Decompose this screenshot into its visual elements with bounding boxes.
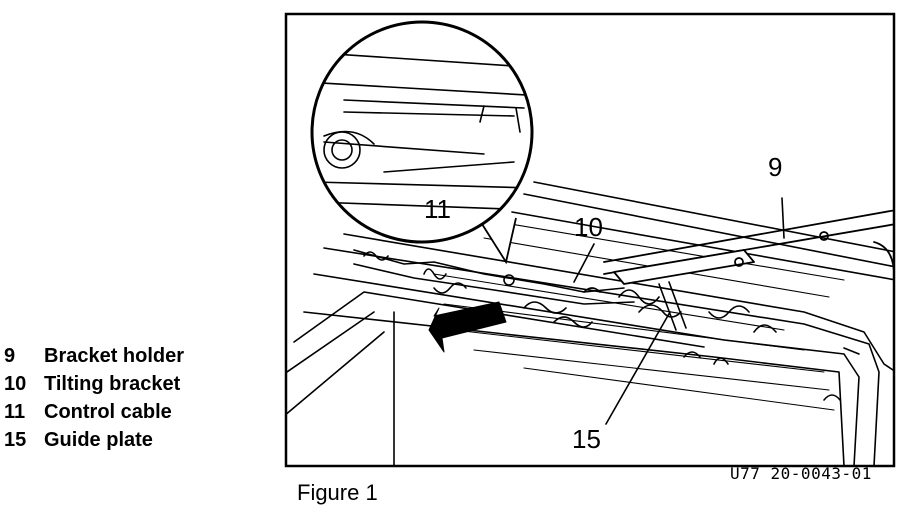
figure-caption: Figure 1 xyxy=(297,480,378,505)
legend-label: Guide plate xyxy=(44,429,153,451)
callout-10: 10 xyxy=(574,212,603,242)
legend-number: 10 xyxy=(4,373,27,395)
legend-label: Control cable xyxy=(44,401,172,423)
roof-frame-rails xyxy=(286,181,894,466)
panel-detail-lines xyxy=(433,221,845,411)
legend-number: 9 xyxy=(4,345,16,367)
callout-9: 9 xyxy=(768,152,782,182)
tilting-bracket-part xyxy=(353,249,860,401)
legend-number: 11 xyxy=(4,401,26,423)
callout-15: 15 xyxy=(572,424,601,454)
legend-item-control-cable: 11 Control cable xyxy=(4,398,234,426)
legend-number: 15 xyxy=(4,429,27,451)
callout-leader-lines xyxy=(573,197,785,425)
direction-arrow xyxy=(428,301,507,353)
parts-legend: 9 Bracket holder 10 Tilting bracket 11 Cont… xyxy=(4,342,234,454)
sunroof-mechanism-illustration: 9 10 11 15 xyxy=(284,12,896,468)
callout-11: 11 xyxy=(424,194,451,224)
detail-magnifier xyxy=(310,20,534,265)
document-code: U77 20-0043-01 xyxy=(730,464,872,483)
bracket-holder-part xyxy=(603,209,894,285)
legend-item-guide-plate: 15 Guide plate xyxy=(4,426,234,454)
legend-label: Bracket holder xyxy=(44,345,185,367)
legend-item-tilting-bracket: 10 Tilting bracket xyxy=(4,370,234,398)
legend-item-bracket-holder: 9 Bracket holder xyxy=(4,342,234,370)
legend-label: Tilting bracket xyxy=(44,373,181,395)
